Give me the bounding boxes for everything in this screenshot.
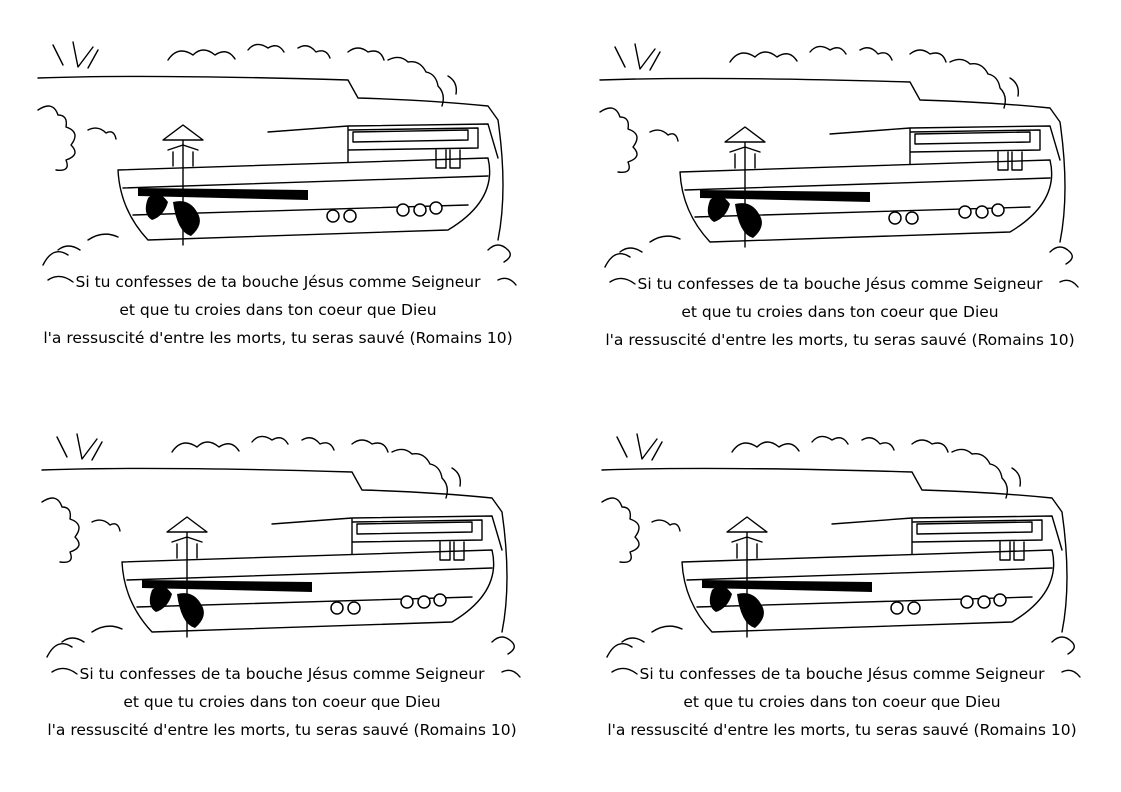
verse-line-2: et que tu croies dans ton coeur que Dieu	[681, 303, 999, 321]
verse-line-1: Si tu confesses de ta bouche Jésus comme…	[637, 275, 1043, 293]
verse-line-3: l'a ressuscité d'entre les morts, tu ser…	[607, 721, 1077, 739]
bible-verse: Si tu confesses de ta bouche Jésus comme…	[592, 660, 1092, 744]
verse-line-3: l'a ressuscité d'entre les morts, tu ser…	[47, 721, 517, 739]
verse-line-2: et que tu croies dans ton coeur que Dieu	[119, 301, 437, 319]
coloring-card-2: Si tu confesses de ta bouche Jésus comme…	[590, 42, 1090, 362]
verse-line-2: et que tu croies dans ton coeur que Dieu	[683, 693, 1001, 711]
coloring-card-1: Si tu confesses de ta bouche Jésus comme…	[28, 40, 528, 360]
bible-verse: Si tu confesses de ta bouche Jésus comme…	[28, 268, 528, 352]
bible-verse: Si tu confesses de ta bouche Jésus comme…	[32, 660, 532, 744]
verse-line-3: l'a ressuscité d'entre les morts, tu ser…	[605, 331, 1075, 349]
coloring-card-4: Si tu confesses de ta bouche Jésus comme…	[592, 432, 1092, 752]
coloring-card-3: Si tu confesses de ta bouche Jésus comme…	[32, 432, 532, 752]
verse-line-1: Si tu confesses de ta bouche Jésus comme…	[79, 665, 485, 683]
verse-line-1: Si tu confesses de ta bouche Jésus comme…	[75, 273, 481, 291]
verse-line-3: l'a ressuscité d'entre les morts, tu ser…	[43, 329, 513, 347]
verse-line-2: et que tu croies dans ton coeur que Dieu	[123, 693, 441, 711]
verse-line-1: Si tu confesses de ta bouche Jésus comme…	[639, 665, 1045, 683]
bible-verse: Si tu confesses de ta bouche Jésus comme…	[590, 270, 1090, 354]
barge-illustration	[41, 433, 521, 678]
barge-illustration	[599, 43, 1079, 288]
barge-illustration	[601, 433, 1081, 678]
barge-illustration	[37, 41, 517, 286]
